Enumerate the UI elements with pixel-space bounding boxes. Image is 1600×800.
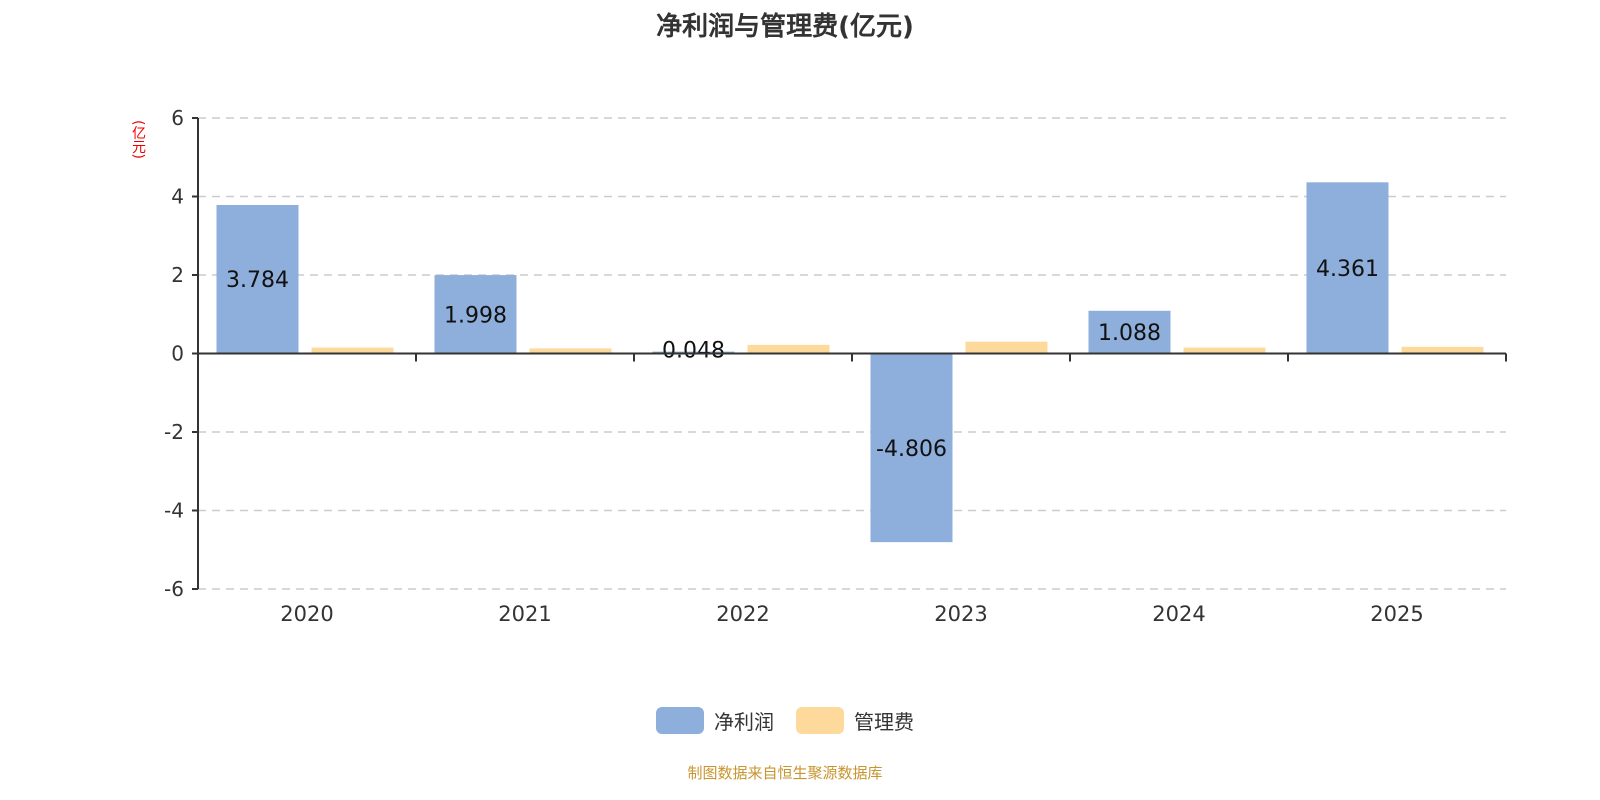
bar-admin-expense-2023	[965, 341, 1048, 354]
y-tick-label: -2	[164, 420, 184, 444]
bar-net-profit-2020	[216, 204, 299, 354]
legend-swatch-net-profit	[656, 707, 704, 734]
x-tick-label: 2025	[1370, 602, 1423, 626]
x-tick-label: 2023	[934, 602, 987, 626]
y-tick-label: 4	[171, 185, 184, 209]
data-source-note: 制图数据来自恒生聚源数据库	[687, 764, 883, 782]
bar-net-profit-2024	[1088, 310, 1171, 354]
chart-title: 净利润与管理费(亿元)	[656, 12, 914, 42]
x-tick-label: 2020	[280, 602, 333, 626]
data-label-net-profit: 1.088	[1098, 321, 1161, 346]
x-tick-label: 2024	[1152, 602, 1205, 626]
bar-chart: 6 4 2 0 -2 -4 -6 3.784 2020 1.998 2021 0.048 2022 -4.…	[164, 106, 1507, 626]
legend: 净利润 管理费	[0, 706, 1570, 735]
bar-admin-expense-2022	[747, 344, 830, 354]
data-label-net-profit: 1.998	[444, 303, 507, 328]
y-tick-label: 0	[171, 342, 184, 366]
bar-net-profit-2023	[870, 353, 953, 543]
legend-label-admin-expense: 管理费	[854, 710, 914, 734]
x-tick-label: 2022	[716, 602, 769, 626]
y-tick-label: -6	[164, 577, 184, 601]
bar-admin-expense-2020	[311, 347, 394, 354]
legend-item-admin-expense[interactable]: 管理费	[796, 706, 914, 735]
y-axis-unit-label: (亿元)	[130, 120, 146, 159]
legend-swatch-admin-expense	[796, 707, 844, 734]
legend-item-net-profit[interactable]: 净利润	[656, 706, 774, 735]
bar-net-profit-2025	[1306, 182, 1389, 354]
data-label-net-profit: 0.048	[662, 339, 725, 364]
x-tick-label: 2021	[498, 602, 551, 626]
data-label-net-profit: 3.784	[226, 268, 289, 293]
bar-net-profit-2021	[434, 275, 517, 354]
bar-admin-expense-2021	[529, 348, 612, 354]
y-tick-label: 2	[171, 263, 184, 287]
bar-admin-expense-2025	[1401, 346, 1484, 354]
legend-label-net-profit: 净利润	[714, 710, 774, 734]
data-label-net-profit: -4.806	[876, 437, 947, 462]
y-tick-label: 6	[171, 106, 184, 130]
data-label-net-profit: 4.361	[1316, 257, 1379, 282]
bar-admin-expense-2024	[1183, 347, 1266, 354]
y-tick-label: -4	[164, 499, 184, 523]
